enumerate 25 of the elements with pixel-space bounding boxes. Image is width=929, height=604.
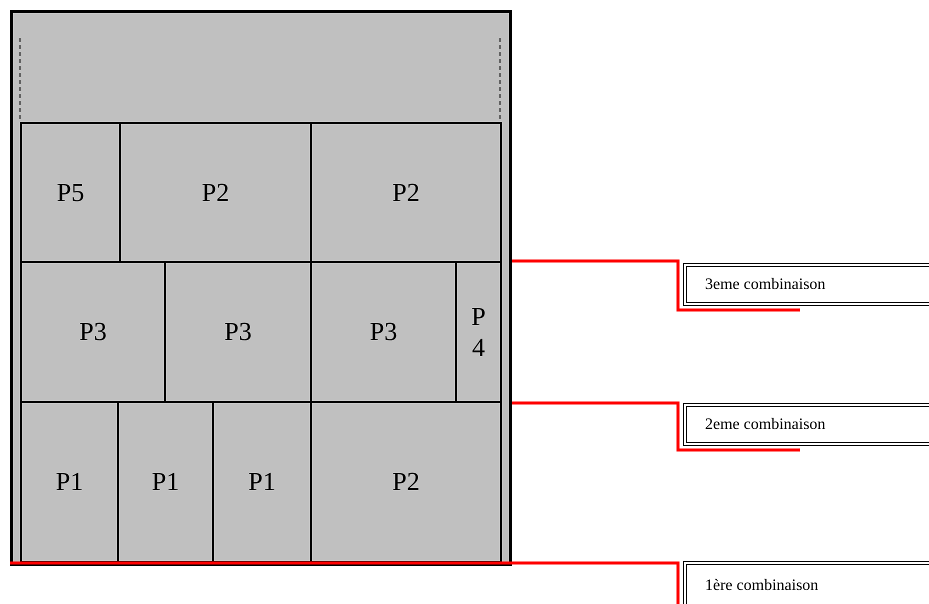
piece-label: P1 <box>56 466 84 498</box>
combination-label-box <box>683 403 929 446</box>
piece-label: P1 <box>152 466 180 498</box>
piece-block <box>310 401 502 563</box>
piece-label: P1 <box>248 466 276 498</box>
combination-label-box <box>683 561 929 604</box>
piece-label: P2 <box>392 176 420 208</box>
piece-label: P4 <box>470 300 487 364</box>
piece-label: P2 <box>392 466 420 498</box>
combination-marker-line <box>10 562 680 604</box>
piece-label: P3 <box>370 316 398 348</box>
combination-label: 2eme combinaison <box>705 416 826 434</box>
combination-label: 3eme combinaison <box>705 276 826 294</box>
piece-label: P2 <box>202 176 230 208</box>
combination-label: 1ère combinaison <box>705 577 818 595</box>
bin-container <box>10 10 512 566</box>
piece-block <box>20 122 121 263</box>
combination-marker-line <box>512 260 800 312</box>
combination-label-box <box>683 263 929 306</box>
piece-block <box>20 401 119 563</box>
piece-label: P3 <box>224 316 252 348</box>
piece-block <box>310 122 502 263</box>
piece-label: P3 <box>79 316 107 348</box>
piece-label: P5 <box>56 176 84 208</box>
combination-marker-line <box>512 402 800 452</box>
